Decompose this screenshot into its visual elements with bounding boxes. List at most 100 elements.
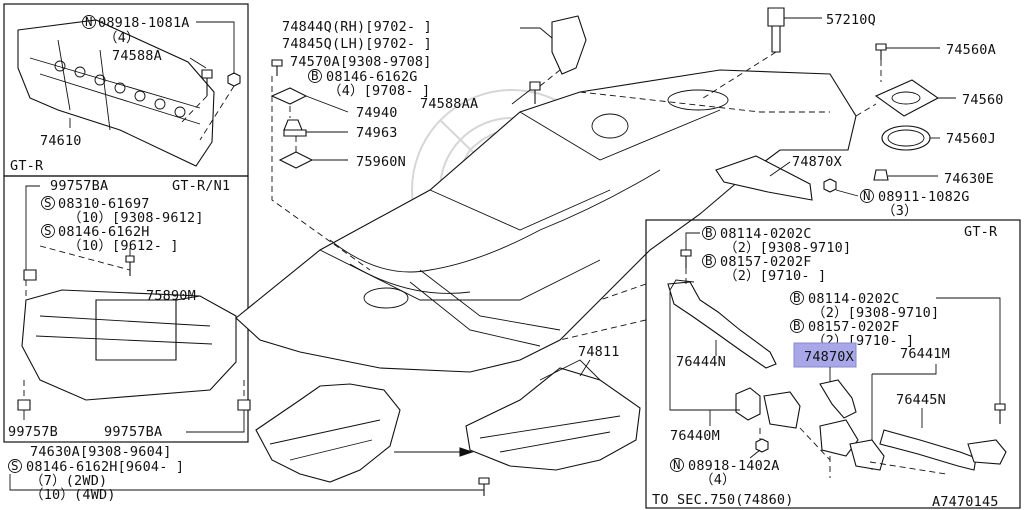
label-75960n: 75960N xyxy=(356,154,406,170)
panel-holes xyxy=(54,60,186,118)
label-08114-0202c-b: 08114-0202C xyxy=(808,291,900,307)
bolt-74570a xyxy=(271,59,283,76)
plug-57210q xyxy=(767,7,785,53)
pipe-74870x xyxy=(819,379,857,419)
label-08157-0202f-a: 08157-0202F xyxy=(720,254,812,270)
label-74845q: 74845Q(LH)[9702- ] xyxy=(282,36,432,52)
panel-mid-left: 99757BA GT-R/N1 S 08310-61697 （10）[9308-… xyxy=(3,175,251,443)
label-74963: 74963 xyxy=(356,125,398,141)
bracket-76441m xyxy=(849,439,885,471)
label-74844q: 74844Q(RH)[9702- ] xyxy=(282,19,432,35)
label-76444n: 76444N xyxy=(676,354,726,370)
label-99757ba-bottom: 99757BA xyxy=(104,424,162,440)
label-74630e: 74630E xyxy=(944,171,994,187)
bracket-74870x-top xyxy=(715,155,813,201)
label-qty-4-9708: （4）[9708- ] xyxy=(328,83,430,99)
panel-tag-gtr: GT-R xyxy=(10,158,44,174)
highlight-74870x xyxy=(793,342,857,368)
cover-74560 xyxy=(874,79,940,117)
panel-top-left: N 08918-1081A （4） 74588A 74610 GT-R xyxy=(3,3,249,177)
label-08146-6162h: 08146-6162H xyxy=(58,224,150,240)
label-08146-6162h-9604: 08146-6162H[9604- ] xyxy=(26,459,184,475)
bolt-08114-0202c-b xyxy=(994,403,1006,424)
label-qty-7-2wd: （7）(2WD) xyxy=(30,473,107,489)
plug-75960n xyxy=(278,151,314,169)
label-qty-4-b: （4） xyxy=(700,472,736,488)
label-74570a: 74570A[9308-9708] xyxy=(290,54,432,70)
part-74610-panel xyxy=(17,19,215,167)
bolt-74588aa xyxy=(529,81,541,104)
label-qty-2-9308-9710-b: （2）[9308-9710] xyxy=(812,305,939,321)
label-99757ba-top: 99757BA xyxy=(50,178,108,194)
screw-08310-61697 xyxy=(125,255,135,276)
tray-riser xyxy=(95,299,177,361)
screw-74630a xyxy=(478,477,490,496)
clip-99757b xyxy=(17,399,31,411)
label-57210q: 57210Q xyxy=(826,12,876,28)
label-qty-2-9710-a: （2）[9710- ] xyxy=(724,268,826,284)
label-74630a: 74630A[9308-9604] xyxy=(30,444,172,460)
panel-tag-gtr-right: GT-R xyxy=(964,224,998,240)
label-74940: 74940 xyxy=(356,105,398,121)
nut-08918-1402a xyxy=(755,438,769,453)
label-74811: 74811 xyxy=(578,344,620,360)
panel-tag-gtr-n1: GT-R/N1 xyxy=(172,178,230,194)
label-qty-10-9308-9612: （10）[9308-9612] xyxy=(68,210,204,226)
label-08918-1081a: 08918-1081A xyxy=(98,15,190,31)
svg-text:S: S xyxy=(44,223,52,238)
label-74610: 74610 xyxy=(40,133,82,149)
nut-08911-1082g xyxy=(823,178,837,193)
svg-text:B: B xyxy=(311,68,319,83)
bracket-76440m xyxy=(735,387,761,421)
svg-text:B: B xyxy=(793,290,801,305)
pipe-76444n xyxy=(667,281,777,369)
label-08310-61697: 08310-61697 xyxy=(58,196,150,212)
label-qty-10-4wd: （10）(4WD) xyxy=(30,487,116,503)
label-08918-1402a: 08918-1402A xyxy=(688,458,780,474)
floor-panel-main xyxy=(235,69,857,373)
label-08114-0202c-a: 08114-0202C xyxy=(720,226,812,242)
label-08911-1082g: 08911-1082G xyxy=(878,189,970,205)
svg-text:B: B xyxy=(705,225,713,240)
clip-99757ba-bottom xyxy=(237,399,251,411)
pipe-76445n xyxy=(879,429,977,471)
bracket-74844q xyxy=(551,15,587,75)
bolt-74560a xyxy=(875,43,887,60)
grommet-74940 xyxy=(270,87,308,105)
clip-74630e xyxy=(873,169,889,181)
label-qty-2-9308-9710-a: （2）[9308-9710] xyxy=(724,240,851,256)
svg-text:S: S xyxy=(44,195,52,210)
label-76445n: 76445N xyxy=(896,392,946,408)
panel-right: GT-R B 08114-0202C （2）[9308-9710] B 0815… xyxy=(645,219,1021,509)
svg-text:B: B xyxy=(705,253,713,268)
label-74588aa: 74588AA xyxy=(420,96,478,112)
label-qty-4: （4） xyxy=(104,30,140,46)
label-74870x-highlighted[interactable]: 74870X xyxy=(804,349,854,365)
label-08157-0202f-b: 08157-0202F xyxy=(808,319,900,335)
svg-text:B: B xyxy=(793,318,801,333)
label-74870x-top: 74870X xyxy=(792,154,842,170)
svg-text:S: S xyxy=(11,458,19,473)
label-76441m: 76441M xyxy=(900,346,950,362)
label-74560a: 74560A xyxy=(946,42,996,58)
label-99757b: 99757B xyxy=(8,424,58,440)
label-to-sec-750: TO SEC.750(74860) xyxy=(652,492,794,508)
bracket-end xyxy=(967,439,1007,465)
label-75890m: 75890M xyxy=(146,288,196,304)
under-cover-74811 xyxy=(465,367,641,471)
bolt-08114-0202c-a xyxy=(680,249,692,268)
svg-text:N: N xyxy=(863,188,871,203)
label-qty-3: （3） xyxy=(882,203,918,219)
label-08146-6162g: 08146-6162G xyxy=(326,69,418,85)
nut-08918-1081a xyxy=(227,72,241,87)
label-74588a: 74588A xyxy=(112,48,162,64)
label-74560j: 74560J xyxy=(946,131,996,147)
label-74560: 74560 xyxy=(962,92,1004,108)
bracket-76440m-b xyxy=(763,391,801,429)
plug-74963 xyxy=(283,119,307,137)
label-qty-10-9612: （10）[9612- ] xyxy=(68,238,179,254)
label-76440m: 76440M xyxy=(670,428,720,444)
svg-text:N: N xyxy=(673,457,681,472)
svg-text:N: N xyxy=(85,14,93,29)
